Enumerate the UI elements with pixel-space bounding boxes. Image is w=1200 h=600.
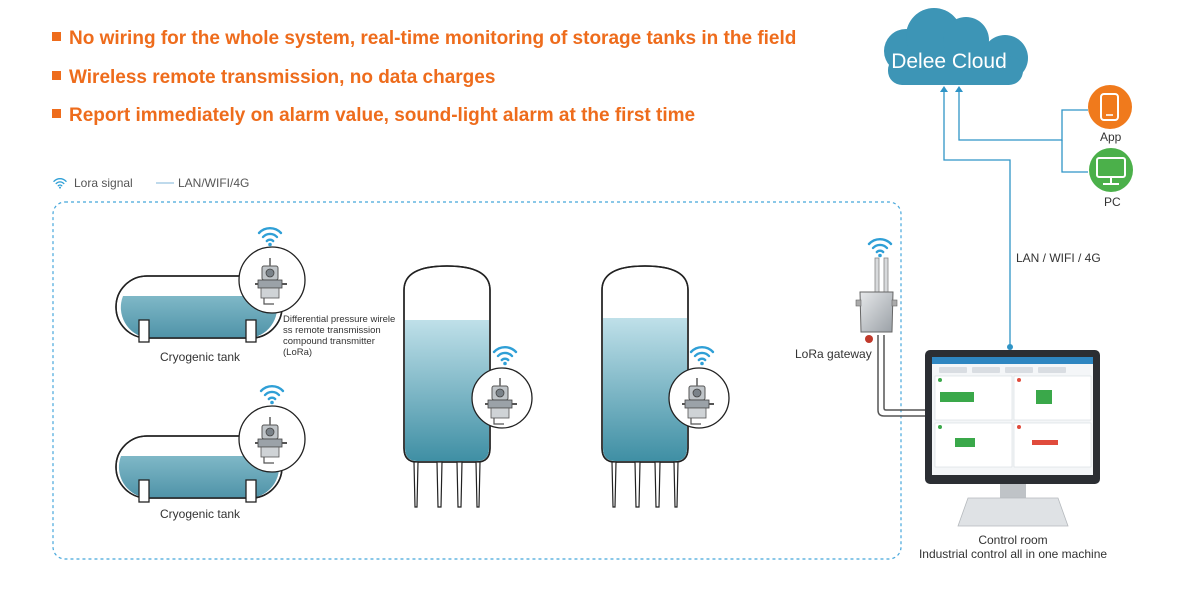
feature-text-2: Wireless remote transmission, no data ch… <box>69 67 496 88</box>
lora-signal-icon <box>689 345 715 367</box>
lora-signal-icon <box>492 345 518 367</box>
arrow-head <box>955 86 963 92</box>
transmitter-bubble-2 <box>238 405 306 473</box>
feature-3: Report immediately on alarm value, sound… <box>52 105 695 127</box>
app-label: App <box>1100 130 1122 144</box>
legend-lora-label: Lora signal <box>74 176 133 190</box>
transmitter-bubble-3 <box>471 367 533 429</box>
network-lines <box>943 90 1088 348</box>
feature-text-1: No wiring for the whole system, real-tim… <box>69 28 797 49</box>
network-link-label: LAN / WIFI / 4G <box>1016 251 1101 265</box>
feature-1: No wiring for the whole system, real-tim… <box>52 28 796 50</box>
gateway-label: LoRa gateway <box>795 347 872 361</box>
transmitter-bubble-4 <box>668 367 730 429</box>
legend-lan-label: LAN/WIFI/4G <box>178 176 250 190</box>
lora-signal-icon <box>257 226 283 248</box>
transmitter-bubble-1 <box>238 246 306 314</box>
feature-2: Wireless remote transmission, no data ch… <box>52 67 495 89</box>
vertical-tank-1 <box>403 265 491 508</box>
horizontal-tank-2 <box>115 435 283 503</box>
lora-signal-icon <box>259 384 285 406</box>
horizontal-tank-2-label: Cryogenic tank <box>160 507 241 521</box>
pc-label: PC <box>1104 195 1121 209</box>
bullet-icon <box>52 109 61 118</box>
app-icon <box>1088 85 1132 129</box>
pc-icon <box>1089 148 1133 192</box>
lora-signal-icon <box>867 237 893 259</box>
lora-signal-icon <box>53 178 67 190</box>
connector-dot <box>1007 344 1013 350</box>
lora-gateway <box>855 257 930 417</box>
control-room-title: Control room <box>978 533 1048 547</box>
vertical-tank-2 <box>601 265 689 508</box>
cloud-label: Delee Cloud <box>891 50 1007 73</box>
transmitter-note: Differential pressure wirele ss remote t… <box>283 314 396 358</box>
control-room-subtitle: Industrial control all in one machine <box>918 547 1108 561</box>
bullet-icon <box>52 71 61 80</box>
horizontal-tank-1-label: Cryogenic tank <box>160 350 241 364</box>
industrial-monitor <box>925 350 1100 527</box>
feature-text-3: Report immediately on alarm value, sound… <box>69 105 696 126</box>
arrow-head <box>940 86 948 92</box>
cloud-icon <box>884 8 1028 85</box>
bullet-icon <box>52 32 61 41</box>
field-area <box>52 201 902 560</box>
